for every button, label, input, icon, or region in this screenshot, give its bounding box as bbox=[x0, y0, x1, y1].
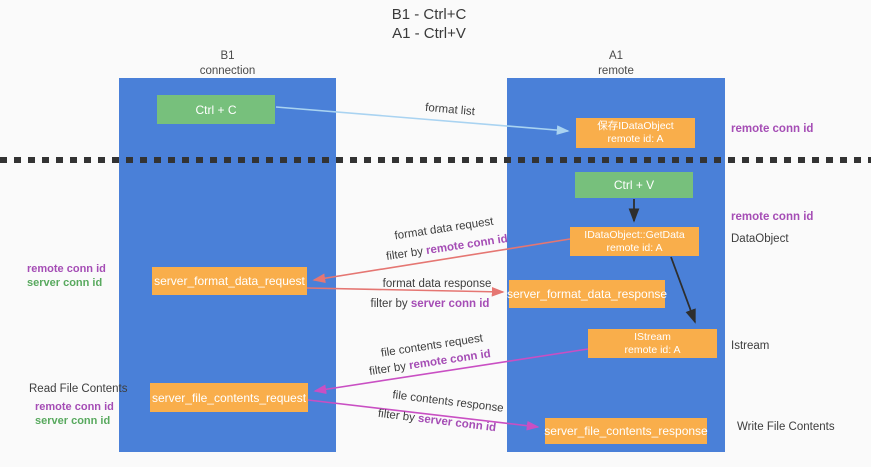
label-filter-by-server-1: filter by server conn id bbox=[371, 298, 490, 310]
node-ctrl-c-label: Ctrl + C bbox=[195, 102, 237, 117]
label-remote-conn-id-left-1: remote conn id bbox=[27, 263, 106, 275]
node-istream: IStream remote id: A bbox=[588, 329, 717, 358]
label-server-conn-id-left-1: server conn id bbox=[27, 276, 103, 289]
node-server-file-contents-response-label: server_file_contents_response bbox=[544, 424, 708, 438]
filter-by-text: filter by bbox=[370, 298, 411, 310]
node-getdata-line1: IDataObject::GetData bbox=[584, 228, 685, 241]
label-write-file-contents: Write File Contents bbox=[737, 421, 835, 433]
label-istream-side: Istream bbox=[731, 340, 770, 352]
node-istream-line2: remote id: A bbox=[624, 343, 681, 356]
node-server-format-data-request: server_format_data_request bbox=[152, 267, 307, 295]
label-dataobject: DataObject bbox=[731, 233, 789, 245]
divider-dashed-line bbox=[0, 157, 871, 163]
column-b1-subtitle: connection bbox=[199, 65, 256, 77]
column-label-a1: A1 remote bbox=[507, 49, 725, 79]
label-read-file-contents: Read File Contents bbox=[29, 383, 128, 395]
node-server-file-contents-response: server_file_contents_response bbox=[544, 418, 708, 444]
node-server-file-contents-request: server_file_contents_request bbox=[150, 383, 308, 412]
column-b1-name: B1 bbox=[220, 50, 235, 62]
filter-by-text: filter by bbox=[385, 245, 428, 264]
server-conn-id-text: server conn id bbox=[417, 412, 497, 435]
column-label-b1: B1 connection bbox=[119, 49, 336, 79]
column-a1-subtitle: remote bbox=[598, 65, 634, 77]
node-ctrl-v-label: Ctrl + V bbox=[613, 178, 655, 192]
label-remote-conn-id-top-right: remote conn id bbox=[731, 123, 814, 135]
node-save-idataobject-line2: remote id: A bbox=[607, 133, 664, 145]
label-remote-conn-id-left-2: remote conn id bbox=[35, 401, 114, 413]
label-format-list: format list bbox=[424, 101, 476, 119]
filter-by-text: filter by bbox=[377, 407, 419, 425]
node-getdata-line2: remote id: A bbox=[606, 241, 663, 254]
label-server-conn-id-left-2: server conn id bbox=[35, 414, 111, 427]
node-ctrl-c: Ctrl + C bbox=[157, 95, 275, 124]
title-line-2: A1 - Ctrl+V bbox=[392, 25, 466, 42]
node-server-file-contents-request-label: server_file_contents_request bbox=[151, 390, 307, 405]
filter-by-text: filter by bbox=[368, 360, 411, 379]
node-ctrl-v: Ctrl + V bbox=[575, 172, 693, 198]
node-server-format-data-response: server_format_data_response bbox=[506, 280, 668, 308]
page-title: B1 - Ctrl+C A1 - Ctrl+V bbox=[329, 5, 529, 43]
label-format-data-response: format data response bbox=[382, 278, 492, 290]
node-server-format-data-request-label: server_format_data_request bbox=[154, 274, 305, 288]
node-getdata: IDataObject::GetData remote id: A bbox=[570, 227, 699, 256]
label-remote-conn-id-mid-right: remote conn id bbox=[731, 211, 814, 223]
group-conn-ids-left-1: remote conn id server conn id bbox=[27, 263, 106, 290]
node-istream-line1: IStream bbox=[634, 330, 671, 343]
node-save-idataobject-line1: 保存IDataObject bbox=[597, 120, 674, 132]
node-save-idataobject: 保存IDataObject remote id: A bbox=[576, 118, 695, 148]
remote-conn-id-text: remote conn id bbox=[425, 232, 509, 258]
column-a1-name: A1 bbox=[608, 50, 624, 62]
node-server-format-data-response-label: server_format_data_response bbox=[506, 287, 668, 301]
server-conn-id-text: server conn id bbox=[410, 298, 490, 310]
title-line-1: B1 - Ctrl+C bbox=[391, 6, 467, 23]
group-conn-ids-left-2: remote conn id server conn id bbox=[35, 401, 114, 428]
